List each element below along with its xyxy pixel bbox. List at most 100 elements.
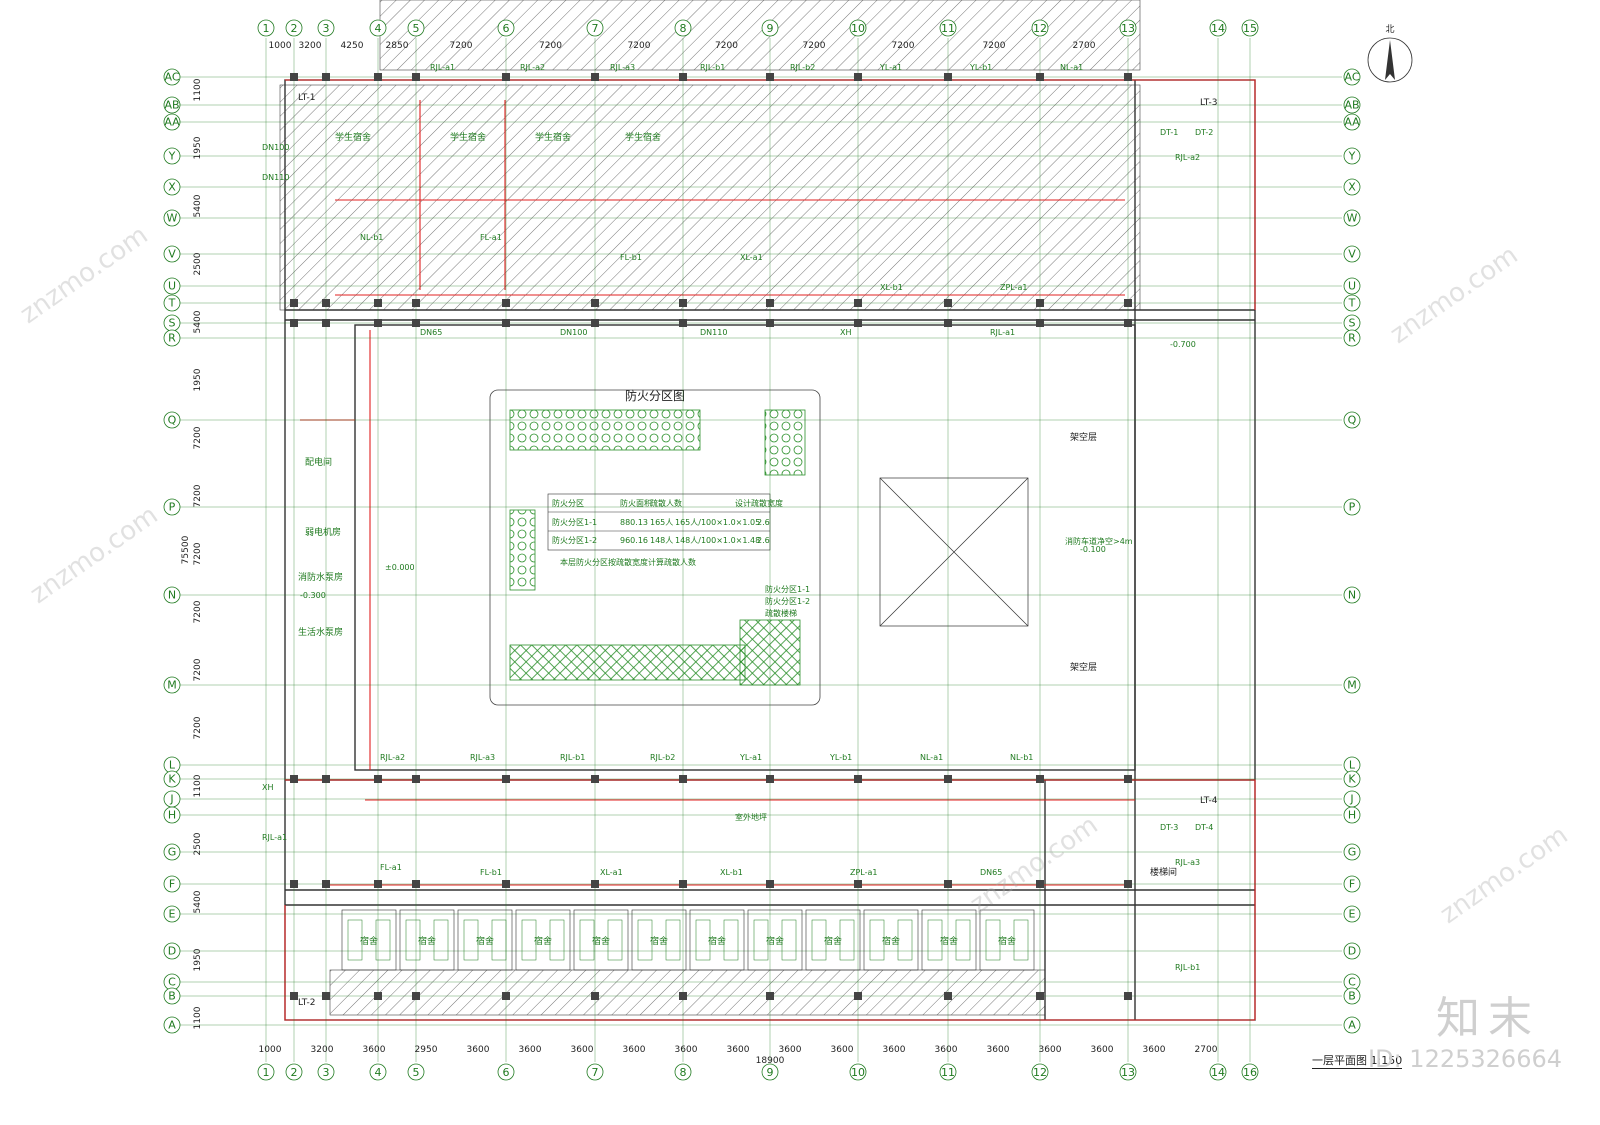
fire-zone-header-3: 防火面积 [620, 498, 652, 508]
grid-bubble-top [939, 19, 957, 37]
grid-label-row: Q [1348, 414, 1357, 427]
structural-column [374, 319, 382, 327]
pipe-tag: YL-a1 [739, 753, 762, 762]
pipe-tag: ZPL-a1 [1000, 283, 1028, 292]
dim-left: 1950 [193, 948, 203, 971]
dorm-room-label: 宿舍 [708, 935, 726, 947]
grid-label-row: E [1349, 908, 1356, 921]
dorm-rooms: 宿舍宿舍宿舍宿舍宿舍宿舍宿舍宿舍宿舍宿舍宿舍宿舍 [341, 909, 1035, 971]
grid-label-bottom: 9 [767, 1066, 774, 1079]
dorm-room [979, 909, 1035, 971]
grid-bubble-row [1343, 942, 1361, 960]
grid-bubble-row [163, 178, 181, 196]
structural-column [412, 880, 420, 888]
pipe-tag: NL-a1 [1060, 63, 1083, 72]
pipe-tag: RJL-b2 [790, 63, 815, 72]
elevator-dt3: DT-3 [1160, 823, 1178, 832]
grid-label-row: AC [164, 71, 179, 84]
dim-top: 2700 [1073, 41, 1096, 51]
dim-left: 1100 [193, 774, 203, 797]
grid-label-top: 13 [1121, 22, 1135, 35]
structural-column [290, 299, 298, 307]
structural-column [679, 992, 687, 1000]
fire-zone-diagram [489, 389, 821, 706]
dorm-room-label: 宿舍 [534, 935, 552, 947]
grid-label-top: 14 [1211, 22, 1225, 35]
room-left-1: 配电间 [305, 456, 332, 468]
grid-label-row: P [169, 501, 176, 514]
pipe-tag: XL-a1 [600, 868, 623, 877]
dorm-room-label: 宿舍 [418, 935, 436, 947]
dorm-room [631, 909, 687, 971]
grid-label-row: Y [1348, 150, 1356, 163]
fire-zone-header-6: 设计疏散宽度 [735, 498, 783, 508]
dim-bottom: 3600 [727, 1045, 750, 1055]
grid-bubble-bottom [586, 1063, 604, 1081]
dim-left: 7200 [193, 542, 203, 565]
grid-label-bottom: 6 [503, 1066, 510, 1079]
fire-zone-row1-width: 2.6 [757, 518, 770, 527]
structural-column [679, 880, 687, 888]
grid-label-row: B [1348, 990, 1356, 1003]
grid-bubble-row [163, 209, 181, 227]
grid-bubble-top [1209, 19, 1227, 37]
pipe-tag: RJL-a3 [1175, 858, 1200, 867]
grid-bubble-bottom [1031, 1063, 1049, 1081]
dorm-bed [347, 919, 363, 961]
grid-bubble-row [1343, 498, 1361, 516]
room-right-2: 架空层 [1070, 661, 1097, 673]
grid-bubble-top [1031, 19, 1049, 37]
grid-label-row: T [1348, 297, 1356, 310]
grid-bubble-top [407, 19, 425, 37]
grid-label-row: A [1348, 1019, 1356, 1032]
dorm-bed [607, 919, 623, 961]
grid-label-row: L [1349, 759, 1356, 772]
structural-column [290, 73, 298, 81]
pipe-tag: FL-a1 [380, 863, 402, 872]
dorm-room [399, 909, 455, 971]
dorm-bed [753, 919, 769, 961]
grid-bubble-row [1343, 411, 1361, 429]
grid-label-top: 12 [1033, 22, 1047, 35]
structural-column [1124, 880, 1132, 888]
grid-bubble-row [163, 806, 181, 824]
fire-zone-row1-people: 165人 [650, 518, 673, 527]
grid-bubble-bottom [317, 1063, 335, 1081]
pipe-tag: XL-a1 [740, 253, 763, 262]
dim-bottom: 3600 [571, 1045, 594, 1055]
fire-zone-row2-width: 2.6 [757, 536, 770, 545]
dim-bottom: 3600 [519, 1045, 542, 1055]
dim-top: 7200 [892, 41, 915, 51]
grid-label-row: AB [1344, 99, 1359, 112]
structural-column [766, 319, 774, 327]
grid-label-row: G [1348, 846, 1357, 859]
north-label: 北 [1385, 24, 1394, 35]
structural-column [374, 299, 382, 307]
grid-label-top: 9 [767, 22, 774, 35]
pipe-tag: FL-b1 [480, 868, 502, 877]
north-arrow-icon [1367, 37, 1413, 83]
grid-bubble-bottom [849, 1063, 867, 1081]
dorm-bed [927, 919, 943, 961]
dim-bottom: 3600 [883, 1045, 906, 1055]
grid-label-row: N [1348, 589, 1356, 602]
level-4: -0.700 [1170, 340, 1196, 349]
pipe-tag: RJL-b2 [650, 753, 675, 762]
grid-bubble-row [1343, 770, 1361, 788]
level-3: -0.300 [300, 591, 326, 600]
grid-label-row: G [168, 846, 177, 859]
structural-column [591, 73, 599, 81]
grid-label-row: Q [168, 414, 177, 427]
dim-bottom: 3600 [1091, 1045, 1114, 1055]
dorm-room [341, 909, 397, 971]
dim-left: 7200 [193, 426, 203, 449]
dorm-room [515, 909, 571, 971]
structural-column [591, 319, 599, 327]
grid-label-row: P [1349, 501, 1356, 514]
grid-bubble-row [163, 905, 181, 923]
pipe-tag: DN110 [700, 328, 727, 337]
courtyard-skylight [879, 477, 1029, 627]
grid-bubble-row [1343, 147, 1361, 165]
pipe-tag: RJL-a2 [1175, 153, 1200, 162]
grid-label-row: J [1349, 793, 1353, 806]
